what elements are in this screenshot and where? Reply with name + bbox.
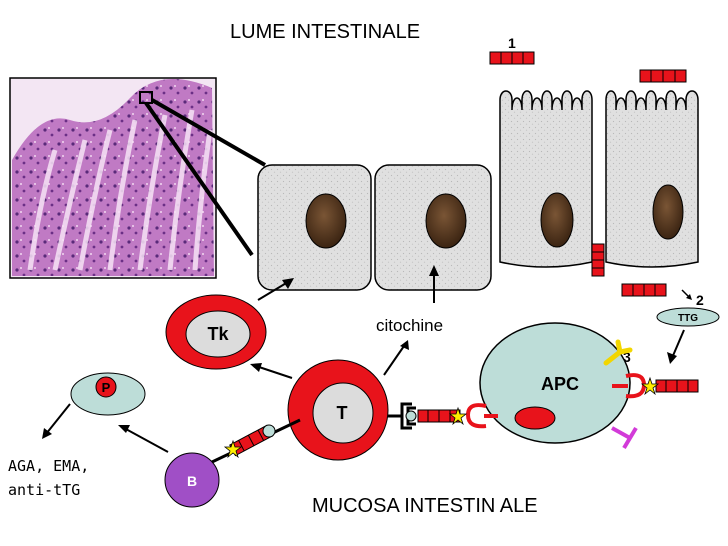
step-3-label: 3 — [623, 349, 631, 365]
plasma-cell: P — [70, 372, 146, 416]
t-cell: T — [287, 359, 389, 461]
b-cell: B — [164, 452, 220, 508]
epithelial-cell-1 — [257, 164, 372, 291]
mucosa-label: MUCOSA INTESTIN ALE — [312, 495, 538, 517]
apc-label: APC — [541, 374, 579, 394]
purple-receptor-icon — [611, 426, 638, 450]
step-2-label: 2 — [696, 292, 704, 308]
cytokines-label: citochine — [376, 316, 443, 335]
tk-cell: Tk — [165, 294, 267, 370]
gluten-peptide-icon — [591, 243, 605, 277]
t-cell-label: T — [337, 403, 348, 423]
tk-cell-label: Tk — [207, 324, 229, 344]
step-1-label: 1 — [508, 35, 516, 51]
b-cell-label: B — [187, 473, 197, 489]
ttg-enzyme-icon — [656, 307, 720, 327]
gluten-peptide-icon — [417, 409, 461, 423]
lumen-label: LUME INTESTINALE — [230, 21, 420, 43]
ttg-star-icon — [223, 439, 243, 459]
cd4-icon — [405, 410, 417, 422]
y-antibody-icon — [603, 339, 633, 366]
histology-image — [9, 77, 217, 279]
ttg-star-icon — [640, 376, 660, 396]
ttg-star-icon — [448, 406, 468, 426]
antibodies-label-1: AGA, EMA, — [8, 457, 89, 475]
gluten-peptide-icon — [639, 69, 687, 83]
enterocyte-villi-1 — [499, 90, 593, 268]
apc-cell: APC — [479, 322, 631, 444]
hla-receptor-icon — [465, 403, 498, 429]
antibodies-label-2: anti-tTG — [8, 481, 80, 499]
plasma-cell-label: P — [102, 380, 111, 395]
gluten-peptide-icon — [621, 283, 667, 297]
gluten-peptide-icon — [655, 379, 699, 393]
ttg-label: TTG — [678, 313, 698, 324]
gluten-peptide-icon — [489, 51, 535, 65]
arrows — [45, 272, 435, 453]
cd-receptor-icon — [262, 424, 276, 438]
enterocyte-villi-2 — [605, 90, 699, 268]
